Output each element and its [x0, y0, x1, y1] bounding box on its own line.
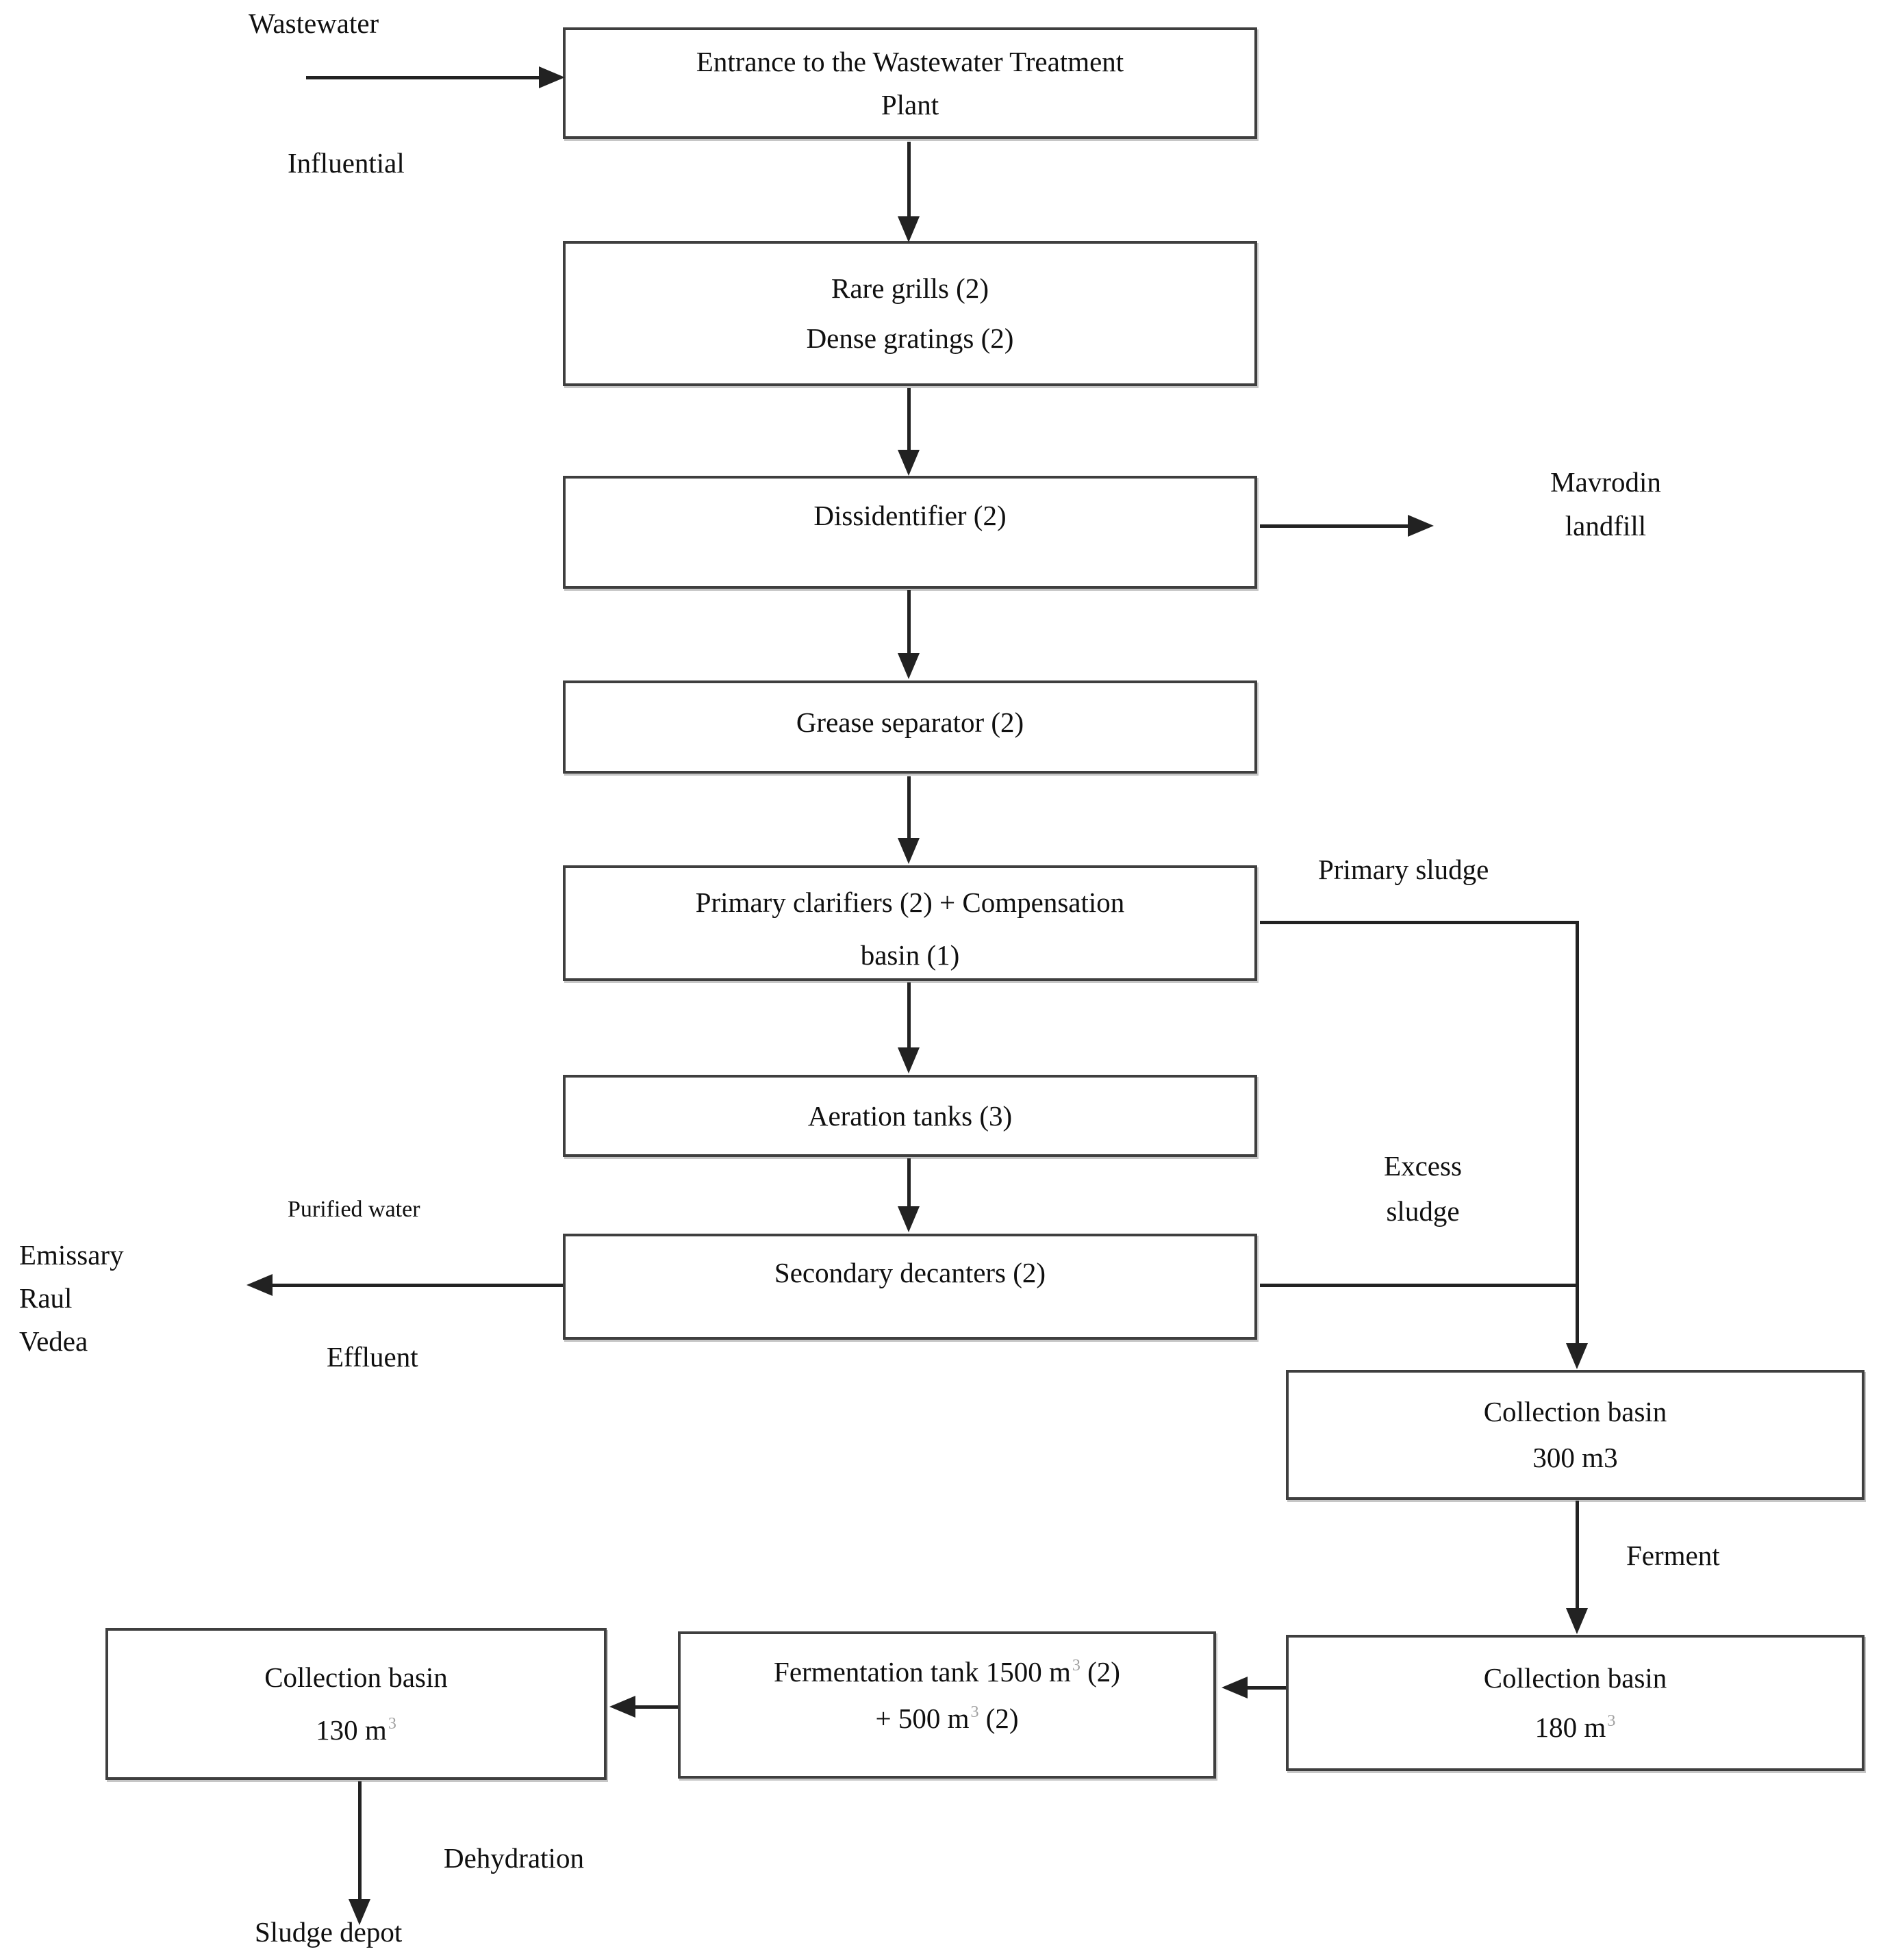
- box-primary-clarifiers-line1: Primary clarifiers (2) + Compensation: [695, 887, 1125, 918]
- box-fermentation-tank-line1: Fermentation tank 1500 m3 (2): [774, 1656, 1120, 1688]
- label-wastewater: Wastewater: [249, 8, 379, 39]
- box-collection-basin-180-line2: 180 m3: [1534, 1711, 1616, 1743]
- label-sludge-depot: Sludge depot: [255, 1916, 403, 1948]
- box-collection-basin-300: Collection basin 300 m3: [1286, 1370, 1865, 1500]
- box-rare-grills-line2: Dense gratings (2): [806, 322, 1014, 354]
- arrow-grease-to-clarifiers-head: [898, 838, 920, 864]
- arrow-fermentation-to-basin130-head: [609, 1696, 635, 1718]
- box-secondary-decanters: Secondary decanters (2): [563, 1234, 1257, 1340]
- arrow-aeration-to-decanters-line: [907, 1158, 911, 1206]
- arrow-basin180-to-fermentation-head: [1222, 1677, 1248, 1698]
- box-collection-basin-300-line1: Collection basin: [1483, 1395, 1667, 1427]
- superscript-3: 3: [970, 1703, 979, 1721]
- arrow-wastewater-to-entrance-head: [539, 66, 565, 88]
- superscript-3: 3: [388, 1715, 396, 1733]
- arrow-decanters-to-emissary-line: [273, 1284, 563, 1287]
- arrow-grease-to-clarifiers-line: [907, 776, 911, 838]
- box-fermentation-tank-line2: + 500 m3 (2): [875, 1703, 1019, 1734]
- arrow-dissidentifier-to-grease-head: [898, 653, 920, 679]
- arrow-dissidentifier-to-grease-line: [907, 590, 911, 654]
- arrow-dissidentifier-to-landfill-line: [1260, 524, 1409, 528]
- arrow-basin130-to-depot-line: [358, 1781, 362, 1899]
- label-ferment: Ferment: [1626, 1540, 1720, 1571]
- arrow-dissidentifier-to-landfill-head: [1408, 515, 1434, 537]
- arrow-entrance-to-grills-line: [907, 142, 911, 218]
- arrow-basin180-to-fermentation-line: [1248, 1686, 1286, 1690]
- label-emissary-line3: Vedea: [19, 1325, 88, 1357]
- box-collection-basin-130: Collection basin 130 m3: [105, 1628, 607, 1780]
- label-excess-line1: Excess: [1384, 1150, 1462, 1182]
- box-entrance: Entrance to the Wastewater Treatment Pla…: [563, 27, 1257, 139]
- label-emissary-line1: Emissary: [19, 1239, 124, 1271]
- box-collection-basin-180: Collection basin 180 m3: [1286, 1635, 1865, 1771]
- box-primary-clarifiers-line2: basin (1): [860, 939, 960, 971]
- box-dissidentifier-line1: Dissidentifier (2): [813, 500, 1007, 531]
- box-primary-clarifiers: Primary clarifiers (2) + Compensation ba…: [563, 865, 1257, 981]
- label-excess-line2: sludge: [1386, 1195, 1460, 1227]
- arrow-clarifiers-to-aeration-line: [907, 982, 911, 1047]
- connector-primary-sludge-vertical: [1576, 921, 1579, 1345]
- box-secondary-decanters-line1: Secondary decanters (2): [774, 1257, 1046, 1288]
- label-emissary-raul-vedea: Emissary Raul Vedea: [19, 1234, 124, 1363]
- box-grease-separator-line1: Grease separator (2): [796, 706, 1024, 738]
- arrow-grills-to-dissidentifier-line: [907, 388, 911, 451]
- label-mavrodin-line1: Mavrodin: [1550, 466, 1661, 498]
- box-collection-basin-300-line2: 300 m3: [1532, 1442, 1618, 1474]
- label-mavrodin-landfill: Mavrodin landfill: [1472, 460, 1739, 548]
- label-effluent: Effluent: [327, 1341, 418, 1373]
- label-dehydration: Dehydration: [444, 1842, 584, 1874]
- box-entrance-line2: Plant: [881, 88, 939, 120]
- label-excess-sludge: Excess sludge: [1354, 1143, 1491, 1234]
- arrow-fermentation-to-basin130-line: [635, 1705, 678, 1709]
- arrow-basin300-to-basin180-line: [1576, 1501, 1579, 1608]
- box-rare-grills: Rare grills (2) Dense gratings (2): [563, 241, 1257, 386]
- arrow-entrance-to-grills-head: [898, 216, 920, 242]
- box-aeration-tanks-line1: Aeration tanks (3): [807, 1099, 1013, 1132]
- arrow-aeration-to-decanters-head: [898, 1206, 920, 1232]
- label-primary-sludge: Primary sludge: [1318, 854, 1489, 885]
- box-entrance-line1: Entrance to the Wastewater Treatment: [696, 45, 1124, 77]
- label-influential: Influential: [288, 147, 405, 179]
- label-purified-water: Purified water: [288, 1197, 420, 1222]
- arrow-basin300-to-basin180-head: [1566, 1608, 1588, 1634]
- superscript-3: 3: [1607, 1711, 1616, 1730]
- connector-primary-sludge-horizontal: [1260, 921, 1579, 924]
- arrow-decanters-to-emissary-head: [247, 1274, 273, 1296]
- arrow-wastewater-to-entrance-line: [306, 76, 540, 79]
- box-grease-separator: Grease separator (2): [563, 680, 1257, 774]
- arrow-basin130-to-depot-head: [349, 1899, 370, 1925]
- arrow-grills-to-dissidentifier-head: [898, 450, 920, 476]
- box-collection-basin-180-line1: Collection basin: [1483, 1662, 1667, 1694]
- box-dissidentifier: Dissidentifier (2): [563, 476, 1257, 589]
- arrow-clarifiers-to-aeration-head: [898, 1047, 920, 1073]
- box-rare-grills-line1: Rare grills (2): [831, 272, 989, 305]
- box-fermentation-tank: Fermentation tank 1500 m3 (2) + 500 m3 (…: [678, 1631, 1216, 1779]
- connector-excess-sludge-line: [1260, 1284, 1579, 1287]
- box-collection-basin-130-line2: 130 m3: [316, 1714, 396, 1746]
- label-mavrodin-line2: landfill: [1565, 510, 1647, 542]
- label-emissary-line2: Raul: [19, 1282, 73, 1314]
- box-aeration-tanks: Aeration tanks (3): [563, 1075, 1257, 1157]
- arrow-primary-sludge-head: [1566, 1343, 1588, 1369]
- superscript-3: 3: [1072, 1657, 1080, 1675]
- box-collection-basin-130-line1: Collection basin: [264, 1661, 448, 1693]
